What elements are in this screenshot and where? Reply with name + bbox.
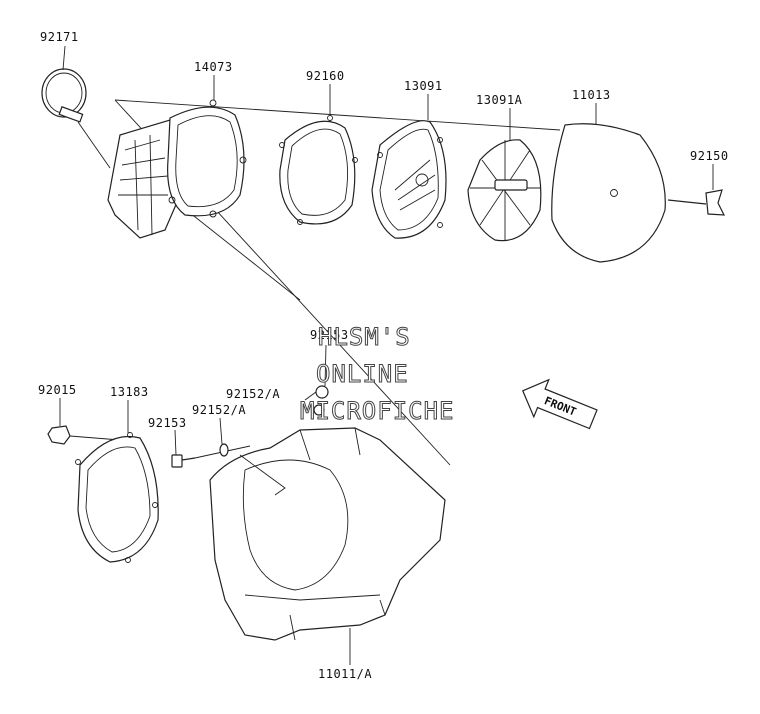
label-14073[interactable]: 14073 <box>194 60 233 74</box>
seal-frame-part[interactable] <box>167 99 247 218</box>
label-13183[interactable]: 13183 <box>110 385 149 399</box>
leader-92152a-upper <box>304 391 317 401</box>
label-11013[interactable]: 11013 <box>572 88 611 102</box>
filter-cage-part[interactable] <box>467 139 542 242</box>
filter-holder-part[interactable] <box>371 120 447 239</box>
label-13091[interactable]: 13091 <box>404 79 443 93</box>
gasket-part[interactable] <box>279 115 358 225</box>
watermark-line1: HLSM'S <box>318 323 411 351</box>
watermark-line2: ONLINE <box>316 360 409 388</box>
label-92171[interactable]: 92171 <box>40 30 79 44</box>
air-box-housing-part[interactable] <box>209 427 446 641</box>
label-13091a[interactable]: 13091A <box>476 93 523 107</box>
leader-92153 <box>174 429 177 456</box>
label-92152a-lower[interactable]: 92152/A <box>192 403 246 417</box>
front-direction-arrow: FRONT <box>521 378 598 430</box>
bolt-part[interactable] <box>171 445 251 468</box>
nut-part[interactable] <box>47 425 121 445</box>
label-92153-top[interactable]: 92153 <box>310 328 349 342</box>
label-92015[interactable]: 92015 <box>38 383 77 397</box>
watermark-line3: MICROFICHE <box>300 397 455 425</box>
air-filter-element-part[interactable] <box>551 123 666 263</box>
wing-bolt-part[interactable] <box>667 189 726 216</box>
label-92152a-upper[interactable]: 92152/A <box>226 387 280 401</box>
gasket-lower-part[interactable] <box>75 432 159 563</box>
washer-part[interactable] <box>219 443 229 457</box>
leader-92153-top <box>324 344 327 387</box>
label-92160[interactable]: 92160 <box>306 69 345 83</box>
leader-92152a-lower <box>219 417 223 445</box>
label-92153[interactable]: 92153 <box>148 416 187 430</box>
hose-clamp-part[interactable] <box>41 68 111 169</box>
label-11011a[interactable]: 11011/A <box>318 667 372 681</box>
label-92150[interactable]: 92150 <box>690 149 729 163</box>
air-duct-part[interactable] <box>107 119 179 239</box>
alignment-line-short <box>179 204 301 301</box>
alignment-line-top <box>114 99 561 131</box>
grommet-part[interactable] <box>313 385 329 416</box>
leader-92171 <box>62 45 66 71</box>
